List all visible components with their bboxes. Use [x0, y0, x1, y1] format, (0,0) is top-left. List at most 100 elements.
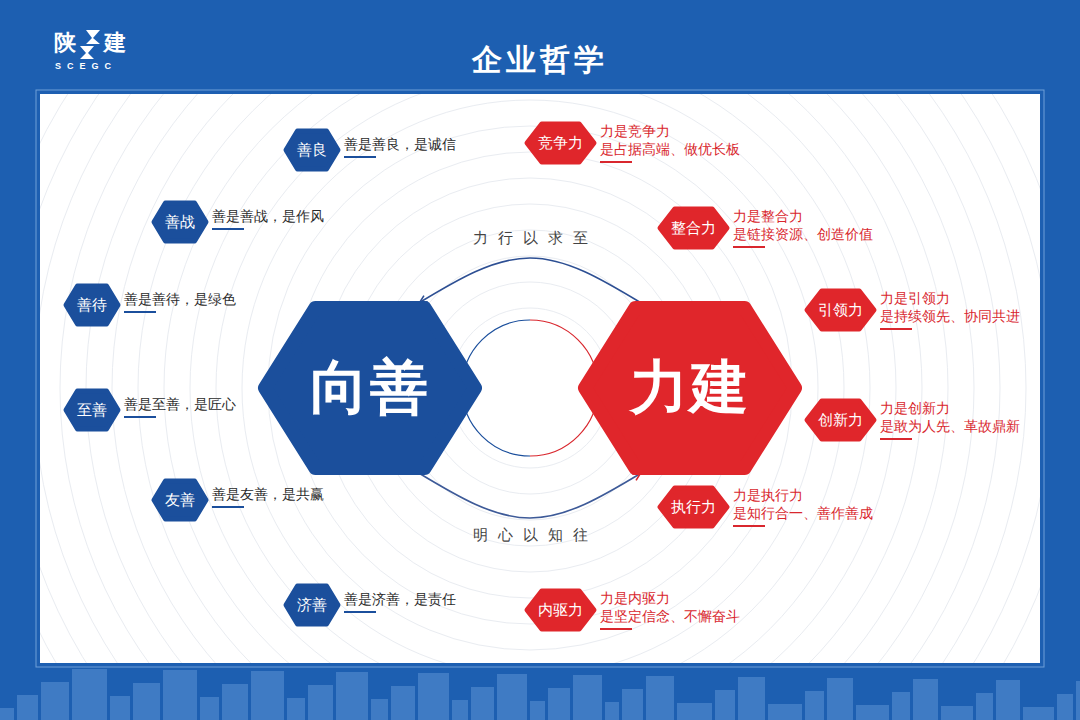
description-line: 是链接资源、创造价值: [733, 225, 873, 248]
hexagon: [154, 481, 206, 519]
building: [530, 701, 545, 720]
building: [336, 672, 368, 720]
building: [605, 702, 619, 720]
logo-subtitle: SCEGC: [55, 61, 117, 71]
logo-s-lower: [80, 46, 94, 59]
value-name: 济善: [286, 586, 338, 624]
description-line: 力是内驱力: [600, 589, 740, 607]
description-line: 力是竞争力: [600, 122, 740, 140]
core-value: 力建: [585, 308, 795, 468]
ring: [40, 94, 1026, 663]
building: [805, 691, 824, 720]
value-hexagon: 善战善是善战，是作风: [154, 203, 206, 241]
description-line: 善是友善，是共赢: [212, 485, 324, 508]
cycle-arrow: [420, 474, 639, 518]
hexagon: [265, 308, 475, 468]
building: [646, 676, 674, 720]
building: [892, 692, 910, 720]
building: [913, 679, 938, 720]
cycle-arrow: [420, 258, 639, 302]
value-description: 力是内驱力是坚定信念、不懈奋斗: [600, 589, 740, 630]
hexagon: [286, 131, 338, 169]
core-hexagon: 向善: [265, 308, 475, 468]
hexagon: [154, 203, 206, 241]
description-line: 是持续领先、协同共进: [880, 307, 1020, 330]
building: [497, 674, 527, 720]
logo-s-upper: [86, 30, 100, 44]
ring: [40, 94, 1040, 663]
description-line: 是知行合一、善作善成: [733, 504, 873, 527]
description-line: 善是善战，是作风: [212, 207, 324, 230]
description-line: 善是善良，是诚信: [344, 135, 456, 158]
logo-text: 建: [104, 28, 126, 58]
value-name: 善战: [154, 203, 206, 241]
building: [768, 704, 802, 720]
value-description: 善是至善，是匠心: [124, 395, 236, 418]
description-line: 是占据高端、做优长板: [600, 140, 740, 163]
building: [200, 697, 219, 720]
building: [133, 683, 160, 720]
core-hexagon: 力建: [585, 308, 795, 468]
cycle-label: 明心以知往: [473, 526, 598, 545]
value-name: 竞争力: [527, 124, 594, 162]
building: [1076, 681, 1080, 720]
value-hexagon: 执行力力是执行力是知行合一、善作善成: [660, 488, 727, 526]
value-name: 至善: [66, 391, 118, 429]
logo-text: 陕: [54, 28, 76, 58]
value-description: 力是引领力是持续领先、协同共进: [880, 289, 1020, 330]
value-hexagon: 善待善是善待，是绿色: [66, 286, 118, 324]
logo-mark: [80, 30, 100, 59]
core-value: 向善: [265, 308, 475, 468]
value-hexagon: 竞争力力是竞争力是占据高端、做优长板: [527, 124, 594, 162]
building: [738, 677, 765, 720]
value-hexagon: 友善善是友善，是共赢: [154, 481, 206, 519]
value-description: 善是济善，是责任: [344, 590, 456, 613]
building: [163, 670, 197, 720]
concentric-rings: [40, 94, 1040, 663]
hexagon: [807, 291, 874, 329]
building: [1057, 694, 1073, 720]
city-skyline: [0, 669, 1080, 720]
hexagon: [807, 401, 874, 439]
ring: [60, 94, 1000, 663]
cycle-label: 力行以求至: [473, 229, 598, 248]
value-description: 力是整合力是链接资源、创造价值: [733, 207, 873, 248]
value-hexagon: 整合力力是整合力是链接资源、创造价值: [660, 209, 727, 247]
title: 企业哲学: [0, 40, 1080, 81]
ring: [216, 94, 844, 663]
building: [622, 689, 643, 720]
building: [677, 703, 712, 720]
building: [110, 696, 130, 720]
value-description: 力是竞争力是占据高端、做优长板: [600, 122, 740, 163]
hexagon: [660, 209, 727, 247]
building: [573, 675, 602, 720]
building: [391, 686, 415, 720]
panel-outline: [36, 90, 1044, 667]
building: [72, 669, 107, 720]
value-description: 力是创新力是敢为人先、革故鼎新: [880, 399, 1020, 440]
description-line: 力是创新力: [880, 399, 1020, 417]
building: [287, 698, 305, 720]
value-hexagon: 内驱力力是内驱力是坚定信念、不懈奋斗: [527, 591, 594, 629]
building: [222, 684, 248, 720]
ring: [86, 94, 974, 663]
ring: [190, 94, 870, 663]
value-name: 善待: [66, 286, 118, 324]
hexagon: [585, 308, 795, 468]
ring: [112, 94, 948, 663]
building: [996, 680, 1020, 720]
description-line: 力是整合力: [733, 207, 873, 225]
description-line: 善是至善，是匠心: [124, 395, 236, 418]
building: [308, 685, 333, 720]
ring: [138, 94, 922, 663]
building: [827, 678, 853, 720]
value-hexagon: 创新力力是创新力是敢为人先、革故鼎新: [807, 401, 874, 439]
value-hexagon: 至善善是至善，是匠心: [66, 391, 118, 429]
value-name: 引领力: [807, 291, 874, 329]
building: [17, 695, 38, 720]
description-line: 是敢为人先、革故鼎新: [880, 417, 1020, 440]
description-line: 善是善待，是绿色: [124, 290, 236, 313]
building: [471, 687, 494, 720]
value-hexagon: 济善善是济善，是责任: [286, 586, 338, 624]
